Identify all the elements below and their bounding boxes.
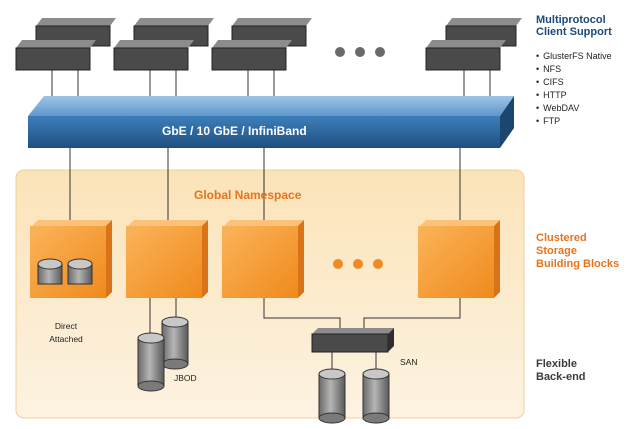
protocol-item: GlusterFS Native <box>536 50 612 63</box>
jbod-links <box>149 298 177 334</box>
client-group-3 <box>211 18 312 71</box>
storage-block-4 <box>418 220 500 298</box>
client-ellipsis-dots <box>335 47 385 57</box>
client-group-1 <box>15 18 116 71</box>
network-bus-label: GbE / 10 GbE / InfiniBand <box>162 124 307 138</box>
protocol-list: GlusterFS Native NFS CIFS HTTP WebDAV FT… <box>536 50 612 128</box>
client-group-2 <box>113 18 214 71</box>
jbod-label: JBOD <box>174 373 197 383</box>
block-ellipsis-dots <box>333 259 383 269</box>
protocol-item: HTTP <box>536 89 612 102</box>
protocol-item: FTP <box>536 115 612 128</box>
storage-block-1 <box>30 220 112 298</box>
namespace-label: Global Namespace <box>194 188 302 202</box>
client-support-title: Multiprotocol Client Support <box>536 14 612 38</box>
storage-block-2 <box>126 220 208 298</box>
san-disks-icon <box>318 368 390 424</box>
client-group-4 <box>425 18 522 71</box>
san-switch-icon <box>311 328 394 353</box>
protocol-item: NFS <box>536 63 612 76</box>
clustered-storage-label: Clustered Storage Building Blocks <box>536 232 620 270</box>
direct-attached-disks-icon <box>37 258 93 285</box>
flexible-backend-label: Flexible Back-end <box>536 358 586 383</box>
network-bus <box>28 96 514 148</box>
jbod-disks-icon <box>137 316 189 392</box>
protocol-item: WebDAV <box>536 102 612 115</box>
direct-attached-label: Direct Attached <box>49 321 83 344</box>
san-label: SAN <box>400 357 418 367</box>
block-links <box>69 148 461 226</box>
storage-block-3 <box>222 220 304 298</box>
protocol-item: CIFS <box>536 76 612 89</box>
san-links <box>263 298 461 370</box>
